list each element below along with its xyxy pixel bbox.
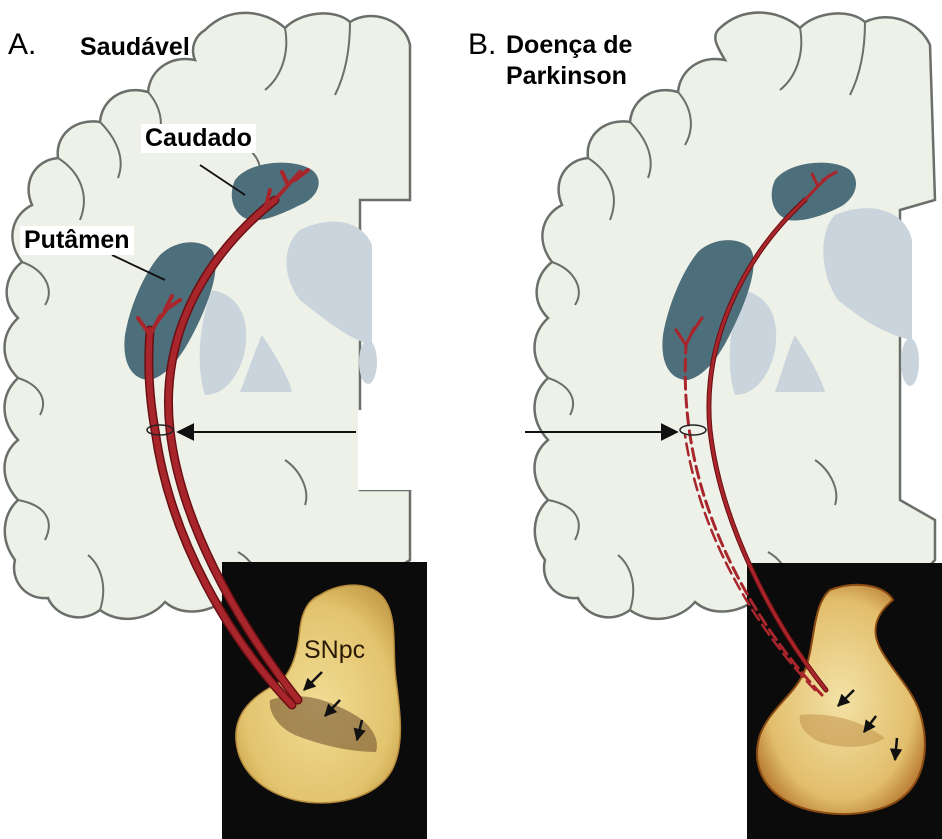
midbrain-photo-healthy [222, 562, 427, 839]
panel-letter-b: B. [468, 28, 496, 62]
panel-letter-a: A. [8, 28, 36, 62]
panel-title-b: Doença de Parkinson [506, 30, 636, 92]
blank-overlay [358, 410, 478, 490]
midbrain-photo-parkinson [747, 563, 942, 839]
putamen-label: Putâmen [20, 226, 134, 255]
brain-section-healthy [5, 13, 411, 621]
caudate-label: Caudado [141, 124, 256, 153]
snpc-label: SNpc [304, 636, 365, 665]
subthalamic-shape [901, 338, 919, 386]
subthalamic-shape [359, 340, 377, 384]
panel-title-a: Saudável [80, 32, 190, 63]
